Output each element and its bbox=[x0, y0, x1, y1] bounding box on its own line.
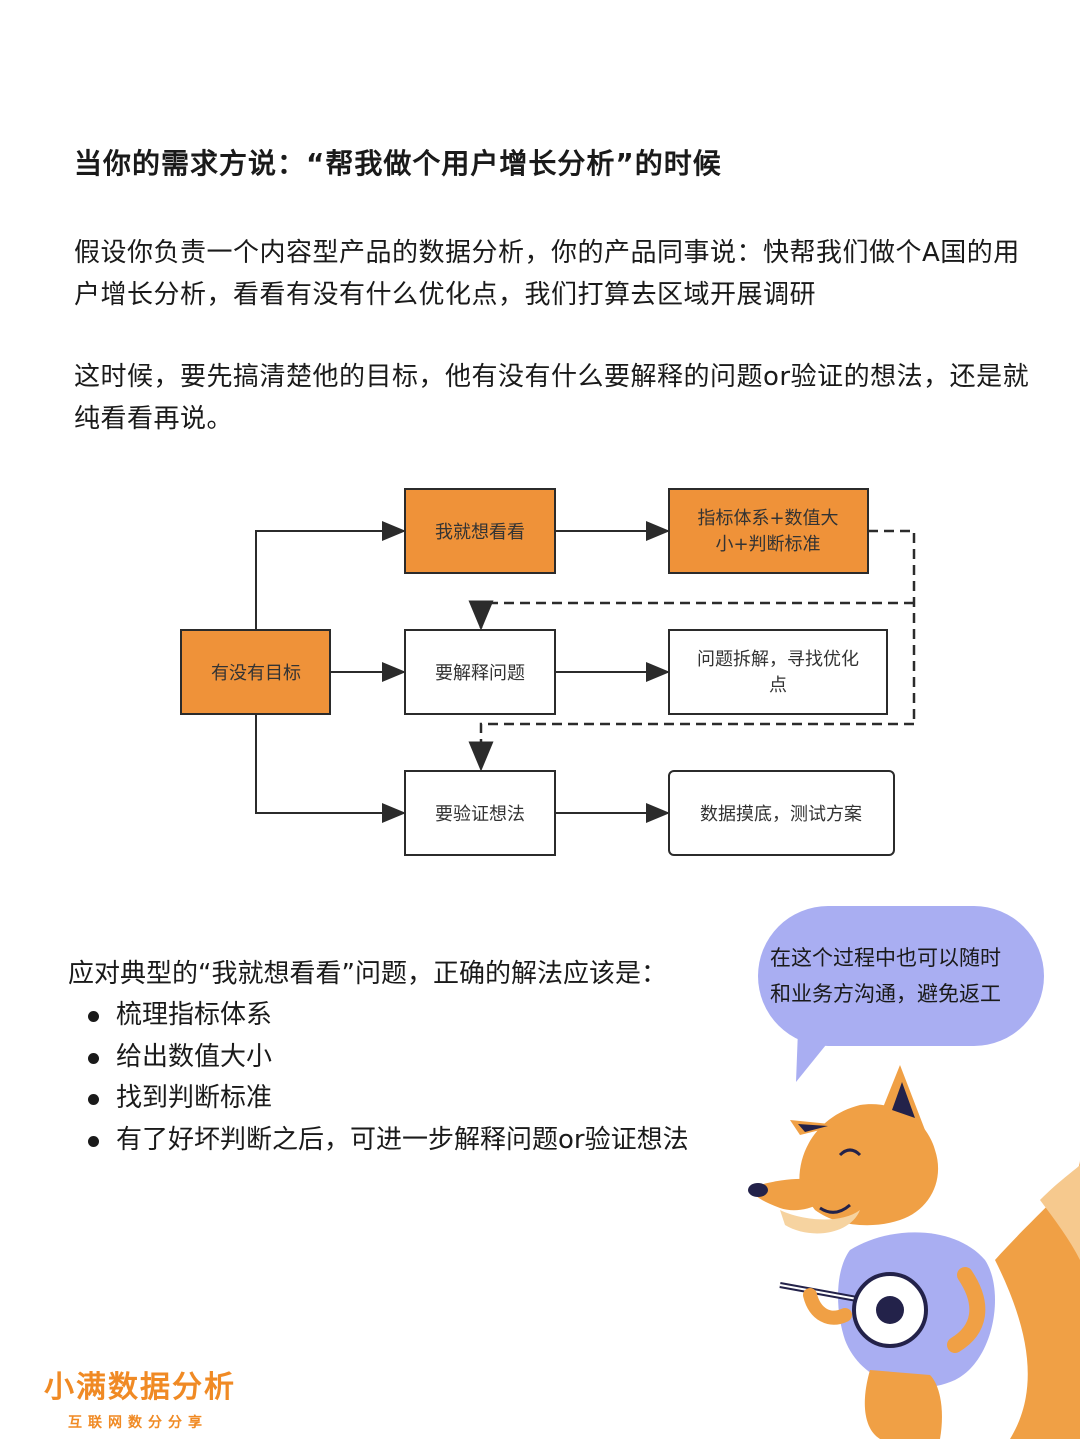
connector-root-to-look bbox=[255, 521, 406, 630]
scenario-paragraph: 假设你负责一个内容型产品的数据分析，你的产品同事说：快帮我们做个A国的用户增长分… bbox=[74, 238, 1020, 310]
node-verify-label: 要验证想法 bbox=[435, 804, 525, 825]
speech-bubble-tail bbox=[796, 1030, 838, 1082]
node-metrics-label-2: 小+判断标准 bbox=[715, 534, 820, 555]
node-breakdown-label-1: 问题拆解，寻找优化 bbox=[697, 649, 859, 670]
speech-bubble bbox=[758, 906, 1044, 1046]
speech-bubble-line-2: 和业务方沟通，避免返工 bbox=[770, 982, 1001, 1006]
node-metrics: 指标体系+数值大 小+判断标准 bbox=[668, 488, 869, 574]
node-look-label: 我就想看看 bbox=[435, 522, 525, 543]
node-root-label: 有没有目标 bbox=[211, 663, 301, 684]
node-explain-label: 要解释问题 bbox=[435, 663, 525, 684]
goal-flowchart: 有没有目标 我就想看看 指标体系+数值大 小+判断标准 要解释问题 问题拆解，寻… bbox=[180, 488, 916, 856]
node-explain: 要解释问题 bbox=[404, 629, 556, 715]
node-breakdown: 问题拆解，寻找优化 点 bbox=[668, 629, 888, 715]
connector-root-to-verify bbox=[255, 714, 406, 823]
speech-bubble-line-1: 在这个过程中也可以随时 bbox=[770, 946, 1001, 970]
page-heading: 当你的需求方说：“帮我做个用户增长分析”的时候 bbox=[74, 147, 722, 180]
dashed-feedback-to-explain bbox=[468, 600, 914, 631]
list-item: 给出数值大小 bbox=[88, 1037, 689, 1079]
node-verify: 要验证想法 bbox=[404, 770, 556, 856]
dashed-feedback-to-verify bbox=[468, 722, 914, 772]
brand-tagline: 互联网数分分享 bbox=[68, 1415, 208, 1431]
goal-paragraph: 这时候，要先搞清楚他的目标，他有没有什么要解释的问题or验证的想法，还是就纯看看… bbox=[74, 362, 1030, 434]
speech-bubble-text: 在这个过程中也可以随时 和业务方沟通，避免返工 bbox=[770, 940, 1040, 1012]
node-breakdown-label-2: 点 bbox=[769, 675, 787, 696]
brand-logo: 小满数据分析 bbox=[44, 1370, 236, 1405]
node-root: 有没有目标 bbox=[180, 629, 331, 715]
list-item: 找到判断标准 bbox=[88, 1078, 689, 1120]
node-look: 我就想看看 bbox=[404, 488, 556, 574]
list-item: 梳理指标体系 bbox=[88, 995, 689, 1037]
solution-intro: 应对典型的“我就想看看”问题，正确的解法应该是： bbox=[68, 959, 667, 989]
node-test: 数据摸底，测试方案 bbox=[668, 770, 895, 856]
node-test-label: 数据摸底，测试方案 bbox=[700, 804, 862, 825]
solution-list: 梳理指标体系 给出数值大小 找到判断标准 有了好坏判断之后，可进一步解释问题or… bbox=[88, 995, 689, 1161]
list-item: 有了好坏判断之后，可进一步解释问题or验证想法 bbox=[88, 1120, 689, 1162]
fox-playing-banjo-icon bbox=[748, 1065, 1080, 1439]
node-metrics-label-1: 指标体系+数值大 bbox=[697, 508, 838, 529]
